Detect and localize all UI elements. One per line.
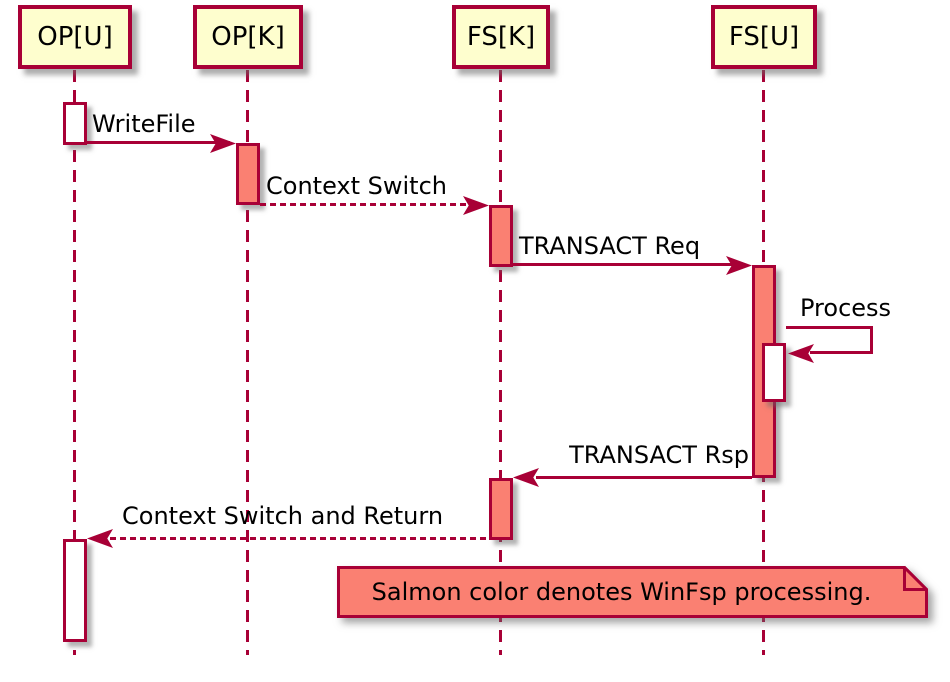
activation-op-u-writefile (63, 102, 87, 145)
message-line-context-switch-return (110, 537, 489, 540)
message-label-transact-req: TRANSACT Req (519, 232, 701, 260)
participant-label: OP[U] (37, 22, 113, 52)
note-salmon-color: Salmon color denotes WinFsp processing. (337, 563, 931, 618)
self-message-vertical-line (870, 326, 873, 354)
activation-fs-k-request (489, 205, 513, 267)
message-label-process: Process (800, 294, 892, 322)
lifeline-fs-k (499, 70, 502, 655)
note-text: Salmon color denotes WinFsp processing. (371, 578, 872, 606)
message-label-context-switch-return: Context Switch and Return (122, 502, 444, 530)
activation-op-k (236, 143, 260, 205)
message-line-transact-req (513, 263, 733, 266)
note-shape (337, 563, 931, 618)
message-label-context-switch: Context Switch (266, 172, 447, 200)
activation-fs-u-process-nested (762, 343, 786, 402)
self-message-top-line (786, 326, 873, 329)
activation-fs-k-response (489, 478, 513, 540)
message-line-writefile (87, 141, 230, 144)
message-line-transact-rsp (536, 476, 752, 479)
participant-label: FS[K] (466, 22, 536, 52)
message-label-transact-rsp: TRANSACT Rsp (569, 441, 749, 469)
note-fold-corner-icon (903, 563, 931, 591)
self-message-bottom-line (810, 351, 873, 354)
participant-label: FS[U] (728, 22, 800, 52)
participant-op-u: OP[U] (18, 5, 132, 69)
participant-fs-k: FS[K] (452, 5, 550, 69)
participant-fs-u: FS[U] (711, 5, 817, 69)
lifeline-op-u (73, 70, 76, 655)
message-line-context-switch (260, 203, 470, 206)
message-label-writefile: WriteFile (92, 110, 196, 138)
participant-label: OP[K] (211, 22, 285, 52)
lifeline-op-k (246, 70, 249, 655)
participant-op-k: OP[K] (193, 5, 303, 69)
activation-op-u-return (63, 539, 87, 642)
